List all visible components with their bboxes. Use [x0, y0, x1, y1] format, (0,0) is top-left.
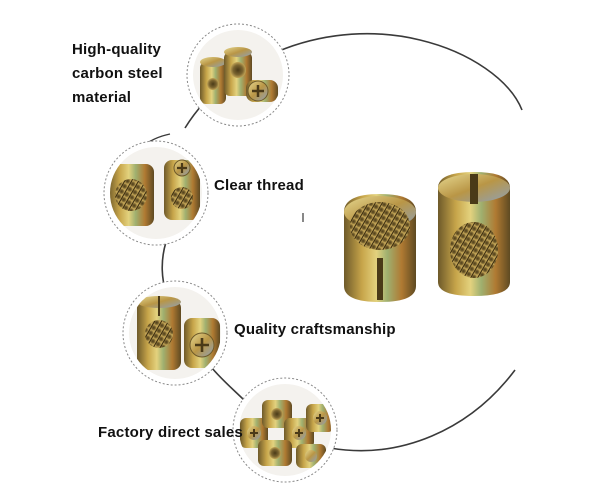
- feature-label-thread: Clear thread: [214, 177, 304, 194]
- main-product-nut-right: [438, 172, 510, 296]
- feature-label-material-line-3: material: [72, 89, 132, 106]
- feature-label-craftsmanship: Quality craftsmanship: [234, 321, 396, 338]
- feature-thumb-thread: [103, 140, 209, 246]
- feature-label-material-line-2: carbon steel: [72, 65, 163, 82]
- feature-thumb-craftsmanship: [122, 280, 228, 386]
- feature-label-factory: Factory direct sales: [98, 424, 243, 441]
- main-product-nut-left: [344, 194, 416, 302]
- feature-label-material-line-1: High-quality: [72, 41, 162, 58]
- feature-thumb-factory: [232, 377, 338, 483]
- feature-thumb-material: [186, 23, 290, 127]
- feature-label-material: High-quality carbon steel material: [72, 38, 182, 110]
